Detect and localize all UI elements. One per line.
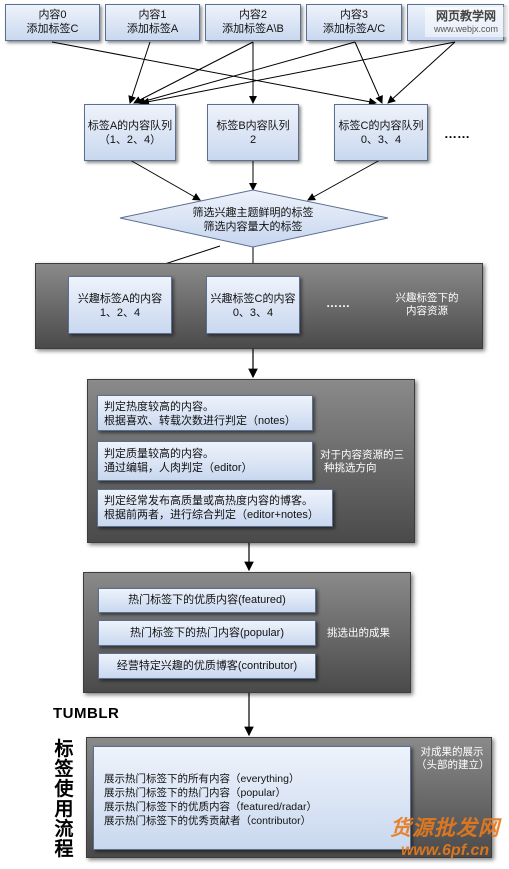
side-title: 标 签 使 用 流 程 [52, 740, 76, 860]
watermark-top-text: 网页教学网 [435, 9, 496, 23]
judge-line-1: 判定热度较高的内容。 [104, 401, 214, 413]
edge-item3-to-queueA [137, 41, 356, 105]
queue-items: 2 [249, 134, 257, 146]
display-line: 展示热门标签下的热门内容（popular） [104, 787, 287, 799]
content-item-0: 内容0 添加标签C [5, 4, 100, 41]
edge-item0-to-queueC [51, 41, 377, 106]
result-box-label: 热门标签下的优质内容(featured) [128, 594, 286, 606]
watermark-top-url: www.webjx.com [433, 24, 498, 34]
filter-line-1: 筛选兴趣主题鲜明的标签 [192, 207, 314, 219]
judge-line-2: 根据前两者，进行综合判定（editor+notes） [104, 509, 319, 521]
interest-box-title: 兴趣标签A的内容 [77, 293, 163, 305]
side-title-char: 流 [54, 819, 74, 840]
edge-item4-to-queueC [387, 41, 456, 104]
result-box-popular: 热门标签下的热门内容(popular) [98, 620, 316, 646]
edge-item2-to-queueA [133, 41, 254, 104]
interest-more-ellipsis: …… [326, 296, 350, 310]
watermark-bottom-text: 货源批发网 [390, 817, 500, 840]
display-panel-label: 对成果的展示 （头部的建立） [416, 746, 490, 772]
queue-title: 标签A的内容队列 [87, 120, 173, 132]
queues-more-ellipsis: …… [444, 126, 470, 141]
tumblr-label: TUMBLR [53, 705, 120, 722]
content-item-title: 内容3 [339, 9, 369, 21]
judge-label-line-1: 对于内容资源的三 [320, 449, 404, 461]
judge-line-2: 通过编辑，人肉判定（editor） [104, 462, 253, 474]
content-item-1: 内容1 添加标签A [105, 4, 200, 41]
edge-queueC-to-filter [307, 159, 381, 201]
interest-box-title: 兴趣标签C的内容 [210, 293, 296, 305]
queue-title: 标签C的内容队列 [338, 120, 424, 132]
result-box-contributor: 经营特定兴趣的优质博客(contributor) [98, 653, 316, 679]
side-title-char: 签 [54, 759, 74, 780]
content-item-2: 内容2 添加标签A\B [205, 4, 301, 41]
side-title-char: 用 [54, 799, 74, 820]
judge-box-hot: 判定热度较高的内容。 根据喜欢、转载次数进行判定（notes） [97, 395, 313, 431]
judge-box-quality: 判定质量较高的内容。 通过编辑，人肉判定（editor） [97, 441, 313, 481]
interest-box-items: 1、2、4 [99, 307, 141, 319]
watermark-bottom: 货源批发网 www.6pf.cn [385, 812, 505, 860]
content-item-3: 内容3 添加标签A/C [306, 4, 402, 41]
display-box: 展示热门标签下的所有内容（everything） 展示热门标签下的热门内容（po… [93, 746, 411, 850]
edge-item3-to-queueC [354, 41, 383, 104]
interest-box-c: 兴趣标签C的内容 0、3、4 [206, 276, 300, 334]
content-item-tag: 添加标签A/C [322, 23, 386, 35]
result-box-label: 热门标签下的热门内容(popular) [129, 627, 285, 639]
edge-queueA-to-filter [129, 159, 201, 201]
queue-items: 0、3、4 [360, 134, 402, 146]
interest-panel-label: 兴趣标签下的 内容资源 [382, 292, 472, 318]
judge-line-1: 判定经常发布高质量或高热度内容的博客。 [104, 495, 313, 507]
queue-items: （1、2、4） [98, 134, 162, 146]
content-item-tag: 添加标签A [126, 23, 179, 35]
tag-queue-c: 标签C的内容队列 0、3、4 [334, 104, 428, 161]
display-line: 展示热门标签下的优秀贡献者（contributor） [104, 815, 312, 827]
tag-queue-b: 标签B内容队列 2 [207, 104, 299, 161]
filter-line-2: 筛选内容量大的标签 [203, 221, 303, 233]
display-line: 展示热门标签下的优质内容（featured/radar） [104, 801, 317, 813]
queue-title: 标签B内容队列 [216, 120, 290, 132]
content-item-title: 内容1 [138, 9, 167, 21]
interest-label-line-2: 内容资源 [406, 305, 448, 317]
judge-label-line-2: 种挑选方向 [324, 462, 377, 474]
watermark-top: 网页教学网 www.webjx.com [425, 7, 507, 37]
side-title-char: 使 [54, 779, 74, 800]
interest-box-a: 兴趣标签A的内容 1、2、4 [68, 276, 172, 334]
tag-queue-a: 标签A的内容队列 （1、2、4） [84, 104, 176, 161]
watermark-bottom-url: www.6pf.cn [400, 842, 490, 859]
edge-item4-to-queueA [141, 41, 456, 106]
display-line: 展示热门标签下的所有内容（everything） [104, 773, 300, 785]
judge-line-1: 判定质量较高的内容。 [104, 448, 214, 460]
content-item-tag: 添加标签C [26, 23, 79, 35]
result-panel-label: 挑选出的成果 [327, 627, 390, 639]
filter-label: 筛选兴趣主题鲜明的标签 筛选内容量大的标签 [160, 206, 346, 234]
edge-item1-to-queueA [128, 41, 151, 104]
interest-box-items: 0、3、4 [232, 307, 274, 319]
judge-panel-label: 对于内容资源的三 种挑选方向 [320, 449, 412, 475]
result-box-label: 经营特定兴趣的优质博客(contributor) [116, 660, 298, 672]
interest-label-line-1: 兴趣标签下的 [395, 292, 459, 304]
display-label-line-1: 对成果的展示 [420, 746, 484, 758]
content-item-title: 内容0 [38, 9, 67, 21]
judge-line-2: 根据喜欢、转载次数进行判定（notes） [104, 415, 296, 427]
judge-box-blog: 判定经常发布高质量或高热度内容的博客。 根据前两者，进行综合判定（editor+… [97, 489, 333, 527]
side-title-char: 标 [54, 739, 74, 760]
display-label-line-2: （头部的建立） [416, 759, 490, 771]
result-box-featured: 热门标签下的优质内容(featured) [98, 588, 316, 613]
content-item-title: 内容2 [238, 9, 268, 21]
side-title-char: 程 [54, 839, 74, 860]
content-item-tag: 添加标签A\B [222, 23, 284, 35]
